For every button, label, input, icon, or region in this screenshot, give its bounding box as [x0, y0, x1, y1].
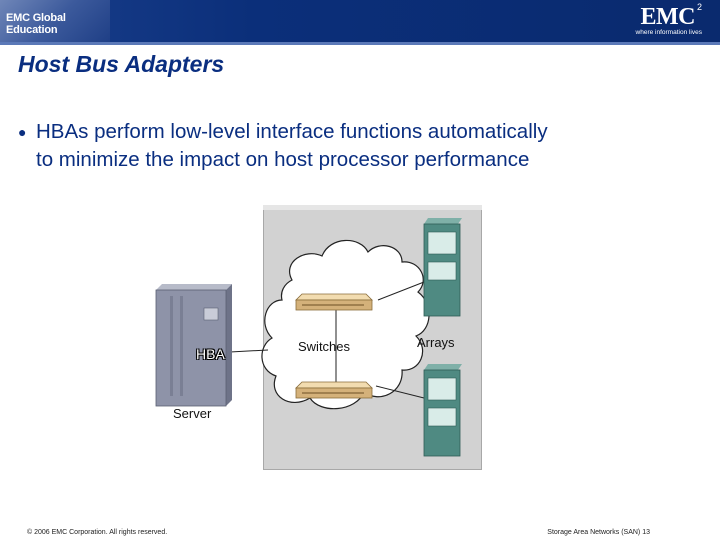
- slide-title: Host Bus Adapters: [18, 51, 225, 77]
- bullet-line-2: to minimize the impact on host processor…: [36, 148, 530, 171]
- bullet-line-1: HBAs perform low-level interface functio…: [36, 120, 548, 143]
- diagram-panel-edge: [263, 205, 482, 210]
- arrays-label: Arrays: [417, 335, 455, 350]
- server-to-cloud-line: [229, 349, 269, 353]
- header-banner: [0, 0, 720, 42]
- header-divider: [0, 42, 720, 45]
- cloud-to-array-top-line: [377, 281, 425, 301]
- fabric-cloud-icon: [261, 239, 430, 410]
- footer-page-number: Storage Area Networks (SAN) 13: [547, 529, 650, 536]
- footer-copyright: © 2006 EMC Corporation. All rights reser…: [27, 529, 168, 536]
- emc-logo-superscript: 2: [696, 2, 702, 12]
- switches-label: Switches: [298, 339, 351, 354]
- bullet-dot-icon: ●: [18, 124, 27, 140]
- emc-logo: EMC: [640, 4, 696, 30]
- emc-tagline: where information lives: [635, 29, 702, 36]
- server-label: Server: [173, 406, 212, 421]
- server-icon: [155, 284, 232, 407]
- switch-bottom-icon: [295, 381, 373, 399]
- bullet-text: HBAs perform low-level interface functio…: [36, 118, 716, 174]
- cloud-to-array-bottom-line: [375, 385, 425, 399]
- switch-top-icon: [295, 293, 373, 311]
- education-logo-panel: EMC Global Education: [0, 0, 110, 42]
- storage-array-bottom-icon: [423, 364, 462, 457]
- hba-label: HBA: [196, 346, 225, 362]
- education-logo-text: EMC Global Education: [6, 12, 66, 36]
- storage-array-top-icon: [423, 218, 462, 317]
